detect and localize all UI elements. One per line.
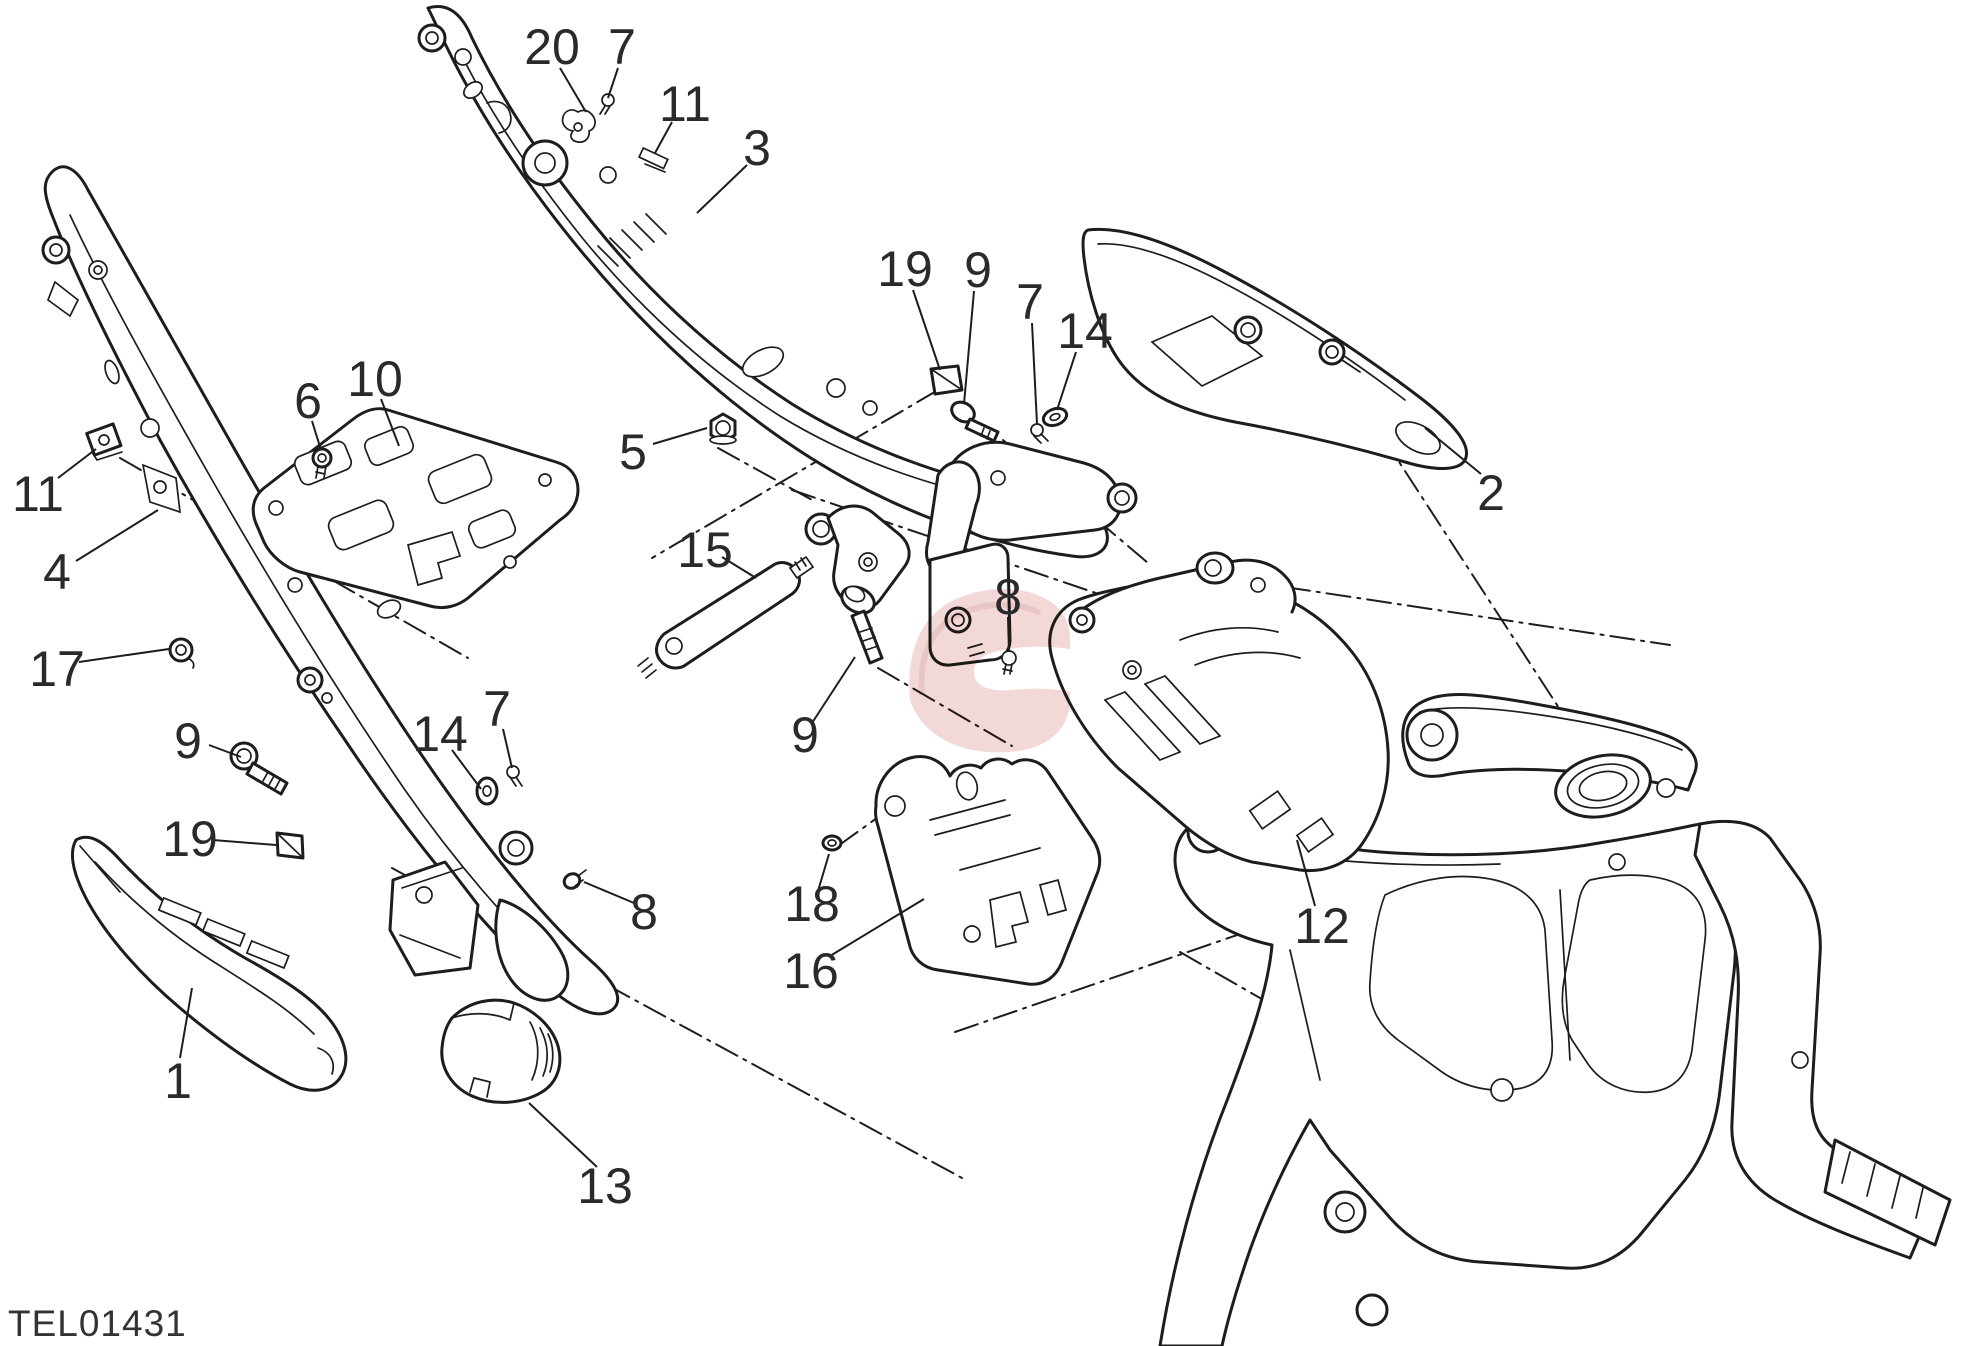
callout-leader-7-19 bbox=[502, 728, 513, 769]
fastener-grommet-17 bbox=[168, 637, 195, 669]
brand-logo-shape bbox=[909, 588, 1070, 753]
callout-number-8-20: 8 bbox=[630, 884, 658, 940]
callout-leader-2-8 bbox=[1424, 427, 1482, 475]
side-cover-right-art bbox=[1081, 227, 1468, 470]
subframe-rail-left-art bbox=[41, 165, 620, 1016]
callout-leader-9-21 bbox=[811, 656, 856, 724]
fastener-screw-7-top bbox=[599, 93, 615, 115]
callout-number-7-19: 7 bbox=[483, 681, 511, 737]
callout-number-11-2: 11 bbox=[659, 76, 711, 132]
fastener-bolt-9-upper bbox=[950, 400, 1000, 443]
callout-number-11-9: 11 bbox=[12, 466, 64, 522]
lower-bracket-art bbox=[874, 755, 1102, 986]
callout-leader-3-3 bbox=[696, 164, 748, 214]
brand-logo-watermark bbox=[909, 588, 1070, 753]
callout-number-7-6: 7 bbox=[1016, 274, 1044, 330]
callout-number-9-21: 9 bbox=[791, 707, 819, 763]
callout-number-13-27: 13 bbox=[577, 1158, 633, 1214]
fastener-clip-11-top bbox=[637, 146, 669, 173]
callout-number-7-1: 7 bbox=[608, 19, 636, 75]
callout-leader-19-4 bbox=[912, 289, 941, 371]
callout-leader-13-27 bbox=[528, 1102, 598, 1168]
callout-number-19-4: 19 bbox=[877, 241, 933, 297]
side-cover-left-art bbox=[70, 835, 348, 1092]
callout-number-16-24: 16 bbox=[783, 943, 839, 999]
callout-leader-12-25 bbox=[1296, 839, 1316, 907]
callout-number-9-16: 9 bbox=[174, 713, 202, 769]
rubber-pad-art bbox=[440, 998, 562, 1104]
callout-leader-14-18 bbox=[451, 749, 482, 790]
callout-leader-1-26 bbox=[179, 987, 193, 1059]
callout-number-4-10: 4 bbox=[43, 544, 71, 600]
callout-number-19-17: 19 bbox=[162, 811, 218, 867]
fastener-washer-14-left bbox=[475, 776, 499, 806]
callout-leader-11-9 bbox=[57, 448, 97, 479]
callout-leader-8-22 bbox=[1007, 616, 1010, 653]
callout-number-2-8: 2 bbox=[1477, 465, 1505, 521]
callout-number-17-15: 17 bbox=[29, 641, 85, 697]
fastener-clamp-20 bbox=[561, 109, 596, 143]
callout-leader-5-13 bbox=[652, 427, 708, 445]
callout-number-14-7: 14 bbox=[1057, 303, 1113, 359]
fastener-screw-7-left bbox=[506, 765, 523, 787]
callout-leader-19-17 bbox=[212, 839, 277, 846]
callout-leader-8-20 bbox=[583, 881, 635, 904]
fastener-nut-18 bbox=[821, 834, 843, 852]
callout-leader-18-23 bbox=[817, 853, 830, 892]
callout-leader-4-10 bbox=[75, 509, 159, 562]
callout-number-20-0: 20 bbox=[524, 19, 580, 75]
callout-leader-20-0 bbox=[559, 67, 587, 113]
callout-leader-16-24 bbox=[829, 898, 925, 957]
fastener-washer-14-right bbox=[1041, 406, 1069, 428]
callout-leader-6-11 bbox=[311, 420, 322, 451]
fastener-nut-5 bbox=[709, 412, 737, 445]
fastener-clip-19-right bbox=[929, 364, 964, 396]
fastener-screw-6 bbox=[311, 447, 333, 479]
undertray-art bbox=[1048, 551, 1390, 873]
callout-number-3-3: 3 bbox=[743, 120, 771, 176]
fastener-screw-7-right bbox=[1030, 423, 1049, 444]
callout-number-8-22: 8 bbox=[994, 569, 1022, 625]
callout-number-9-5: 9 bbox=[964, 242, 992, 298]
callout-leader-9-16 bbox=[208, 744, 242, 758]
callout-number-18-23: 18 bbox=[784, 876, 840, 932]
callout-leader-11-2 bbox=[654, 121, 673, 154]
fastener-clip-19-left bbox=[275, 831, 305, 860]
bracket-plate-art bbox=[251, 407, 580, 610]
fastener-bolt-9-left bbox=[229, 741, 289, 796]
callout-number-5-13: 5 bbox=[619, 424, 647, 480]
fastener-screw-8-center bbox=[1001, 650, 1017, 675]
callout-leader-7-1 bbox=[607, 67, 619, 99]
callout-number-1-26: 1 bbox=[164, 1053, 192, 1109]
callout-leader-9-5 bbox=[963, 290, 975, 405]
callout-number-10-12: 10 bbox=[347, 351, 403, 407]
callout-leader-14-7 bbox=[1056, 351, 1077, 411]
front-frame-art bbox=[1158, 693, 1952, 1346]
callout-number-15-14: 15 bbox=[677, 522, 733, 578]
callout-leader-7-6 bbox=[1031, 322, 1038, 425]
callout-leader-15-14 bbox=[721, 556, 757, 579]
callout-leader-17-15 bbox=[78, 648, 170, 663]
callout-number-6-11: 6 bbox=[294, 373, 322, 429]
fastener-screw-8-left bbox=[562, 869, 587, 890]
fastener-bolt-9-center bbox=[840, 585, 884, 665]
subframe-rail-right-art bbox=[417, 5, 1138, 611]
callout-number-14-18: 14 bbox=[412, 706, 468, 762]
drawing-code: TEL01431 bbox=[8, 1303, 187, 1344]
link-rod-art bbox=[637, 555, 815, 679]
callout-leader-10-12 bbox=[380, 398, 400, 447]
fastener-nut-11-left bbox=[85, 422, 123, 461]
callout-number-12-25: 12 bbox=[1294, 898, 1350, 954]
